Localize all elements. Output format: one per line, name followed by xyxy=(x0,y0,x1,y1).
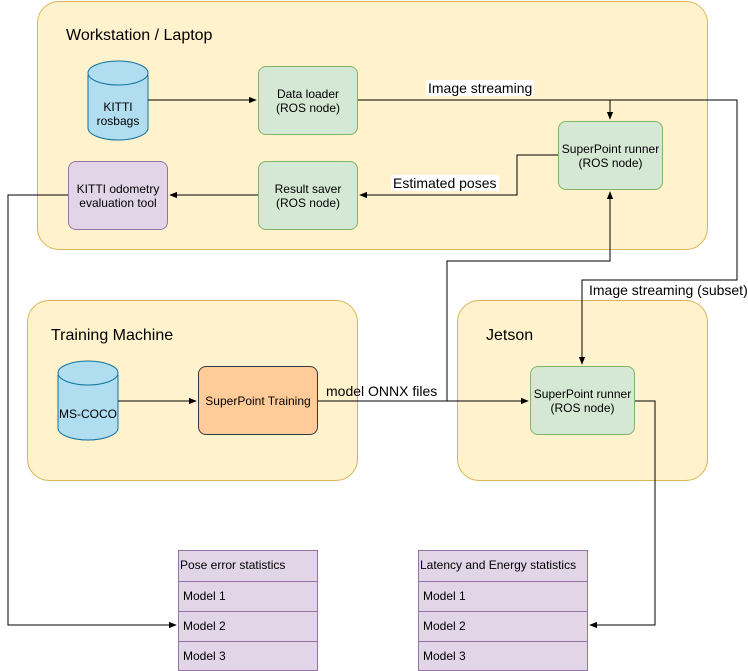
result-saver-node[interactable]: Result saver (ROS node) xyxy=(258,161,358,230)
table-row: Model 1 xyxy=(419,581,587,611)
latency-energy-table: Latency and Energy statistics Model 1 Mo… xyxy=(418,550,588,671)
table-row: Model 3 xyxy=(419,641,587,671)
training-machine-title: Training Machine xyxy=(51,327,174,344)
workstation-title: Workstation / Laptop xyxy=(66,27,213,44)
latency-energy-table-title: Latency and Energy statistics xyxy=(420,558,577,572)
superpoint-runner-workstation-node[interactable]: SuperPoint runner (ROS node) xyxy=(558,121,663,190)
image-streaming-subset-label: Image streaming (subset) xyxy=(587,282,748,298)
table-row: Model 2 xyxy=(419,611,587,641)
table-row: Model 3 xyxy=(179,641,317,671)
image-streaming-label: Image streaming xyxy=(426,80,535,96)
estimated-poses-label: Estimated poses xyxy=(391,175,499,191)
superpoint-runner-jetson-node[interactable]: SuperPoint runner (ROS node) xyxy=(530,366,635,435)
model-onnx-label: model ONNX files xyxy=(326,383,438,399)
superpoint-training-node[interactable]: SuperPoint Training xyxy=(198,366,318,435)
table-row: Model 1 xyxy=(179,581,317,611)
pose-error-table: Pose error statistics Model 1 Model 2 Mo… xyxy=(178,550,318,671)
kitti-evaluation-tool-node[interactable]: KITTI odometry evaluation tool xyxy=(68,161,168,230)
ms-coco-label: MS-COCO xyxy=(59,407,117,421)
data-loader-node[interactable]: Data loader (ROS node) xyxy=(258,66,358,135)
jetson-title: Jetson xyxy=(486,327,534,344)
table-row: Model 2 xyxy=(179,611,317,641)
kitti-rosbags-label: KITTI rosbags xyxy=(96,100,140,128)
pose-error-table-title: Pose error statistics xyxy=(180,558,286,572)
